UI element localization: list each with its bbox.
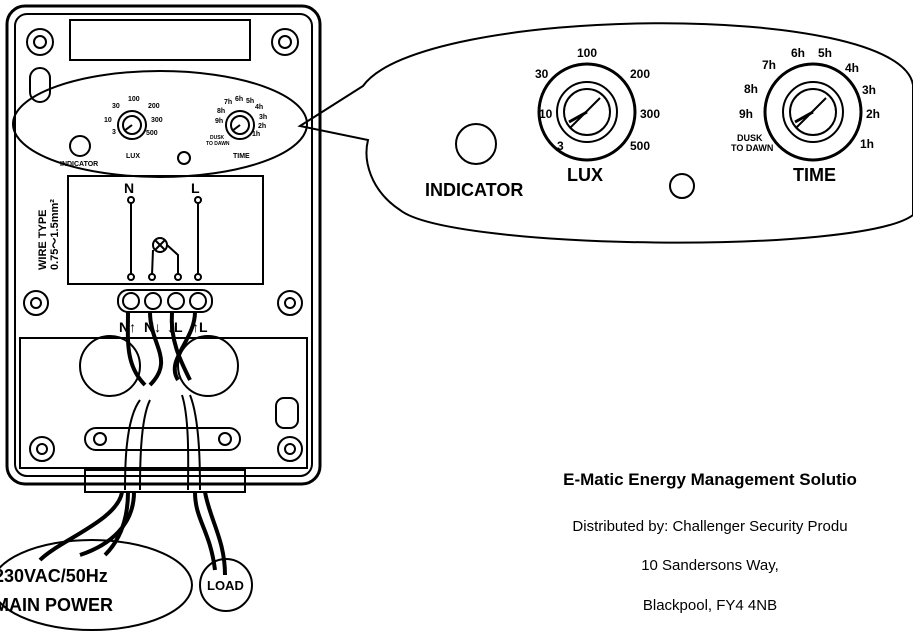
- small-lux-tick-10: 10: [104, 117, 112, 124]
- small-time-tick-3h: 3h: [259, 114, 267, 121]
- small-indicator-label: INDICATOR: [60, 161, 98, 168]
- zoom-time-tick-4h: 4h: [845, 61, 859, 75]
- zoom-indicator-label: INDICATOR: [425, 180, 523, 200]
- zoom-lux-tick-300: 300: [640, 107, 660, 121]
- zoom-lux-tick-200: 200: [630, 67, 650, 81]
- address-street: 10 Sandersons Way,: [641, 557, 779, 574]
- small-lux-tick-500: 500: [146, 130, 158, 137]
- zoom-time-tick-7h: 7h: [762, 58, 776, 72]
- company-name: E-Matic Energy Management Solutio: [563, 470, 857, 489]
- small-lux-tick-30: 30: [112, 103, 120, 110]
- terminal-labels: N L N↑ N↓ ↓L ↑L: [119, 180, 208, 335]
- terminal-bottom-n-in: N↑: [119, 319, 136, 335]
- terminal-bottom-l-out: ↓L: [167, 319, 183, 335]
- small-time-label: TIME: [233, 153, 250, 160]
- mounting-hole-tr: [271, 28, 299, 56]
- small-time-tick-2h: 2h: [258, 123, 266, 130]
- small-lux-label: LUX: [126, 153, 140, 160]
- zoom-time-tick-5h: 5h: [818, 46, 832, 60]
- indicator-led-small: [69, 135, 91, 157]
- zoom-lux-tick-3: 3: [557, 139, 564, 153]
- slot-left: [29, 67, 51, 103]
- zoom-time-tick-1h: 1h: [860, 137, 874, 151]
- power-label-line2: MAIN POWER: [0, 595, 113, 615]
- terminal-top-n: N: [124, 180, 134, 196]
- small-time-tick-7h: 7h: [224, 99, 232, 106]
- zoom-lux-label: LUX: [567, 165, 603, 185]
- distributor-line: Distributed by: Challenger Security Prod…: [572, 518, 848, 535]
- load-label: LOAD: [207, 578, 244, 593]
- zoom-dusk-label: DUSK: [737, 133, 763, 143]
- indicator-led-large: [455, 123, 497, 165]
- small-time-tick-8h: 8h: [217, 108, 225, 115]
- zoom-lux-tick-500: 500: [630, 139, 650, 153]
- zoom-time-tick-8h: 8h: [744, 82, 758, 96]
- small-lux-tick-3: 3: [112, 129, 116, 136]
- terminal-top-l: L: [191, 180, 200, 196]
- cable-gland-right: [177, 335, 239, 397]
- mounting-hole-br: [277, 436, 303, 462]
- zoom-time-tick-3h: 3h: [862, 83, 876, 97]
- power-label-line1: 230VAC/50Hz: [0, 566, 108, 586]
- device-inner-frame: [14, 13, 313, 477]
- terminal-block: [117, 289, 213, 313]
- wire-type-label: WIRE TYPE 0.75～1.5mm²: [37, 199, 61, 270]
- zoom-lux-tick-100: 100: [577, 46, 597, 60]
- zoom-time-tick-2h: 2h: [866, 107, 880, 121]
- zoom-lux-tick-10: 10: [539, 107, 553, 121]
- small-time-tick-4h: 4h: [255, 104, 263, 111]
- cable-gland-left: [79, 335, 141, 397]
- zoom-panel-text: INDICATOR LUX TIME 3 10 30 100 200 300 5…: [425, 46, 880, 200]
- mounting-hole-mr: [277, 290, 303, 316]
- mounting-hole-tl: [26, 28, 54, 56]
- small-to-dawn-label: TO DAWN: [206, 141, 230, 147]
- load-label-circle: [199, 558, 253, 612]
- small-lux-tick-100: 100: [128, 96, 140, 103]
- small-time-tick-5h: 5h: [246, 98, 254, 105]
- small-time-tick-6h: 6h: [235, 96, 243, 103]
- zoom-callout: [297, 22, 913, 244]
- small-dusk-label: DUSK: [210, 135, 225, 141]
- zoom-time-tick-6h: 6h: [791, 46, 805, 60]
- zoom-lux-tick-30: 30: [535, 67, 549, 81]
- zoom-to-dawn-label: TO DAWN: [731, 143, 773, 153]
- zoom-time-label: TIME: [793, 165, 836, 185]
- slot-right: [275, 397, 299, 429]
- small-lux-tick-300: 300: [151, 117, 163, 124]
- small-panel-text: LUX TIME INDICATOR 3 10 30 100 200 300 5…: [60, 96, 267, 168]
- mounting-hole-bl: [29, 436, 55, 462]
- cable-clamp: [84, 427, 241, 451]
- time-dial-large: [763, 62, 863, 162]
- internal-wires: [124, 311, 201, 491]
- terminal-bottom-n-out: N↓: [144, 319, 161, 335]
- indicator-light-small: [177, 151, 191, 165]
- small-time-tick-1h: 1h: [252, 131, 260, 138]
- wire-type-title: WIRE TYPE: [37, 209, 49, 270]
- address-city: Blackpool, FY4 4NB: [642, 597, 778, 614]
- base-strip: [84, 469, 246, 493]
- power-label-ellipse: [0, 539, 193, 631]
- wire-type-size: 0.75～1.5mm²: [49, 199, 61, 270]
- terminal-box: [67, 175, 264, 285]
- mounting-hole-ml: [23, 290, 49, 316]
- indicator-light-large: [669, 173, 695, 199]
- time-dial-small: [225, 110, 255, 140]
- zoom-time-tick-9h: 9h: [739, 107, 753, 121]
- lux-dial-small: [117, 110, 147, 140]
- device-housing: [5, 4, 322, 486]
- lux-dial-large: [537, 62, 637, 162]
- bottom-plate: [19, 337, 308, 469]
- power-cable: [38, 491, 136, 562]
- terminal-wiring: [127, 196, 202, 281]
- load-cable: [193, 491, 227, 576]
- small-lux-tick-200: 200: [148, 103, 160, 110]
- terminal-bottom-l-in: ↑L: [192, 319, 208, 335]
- small-time-tick-9h: 9h: [215, 118, 223, 125]
- top-recess: [69, 19, 251, 61]
